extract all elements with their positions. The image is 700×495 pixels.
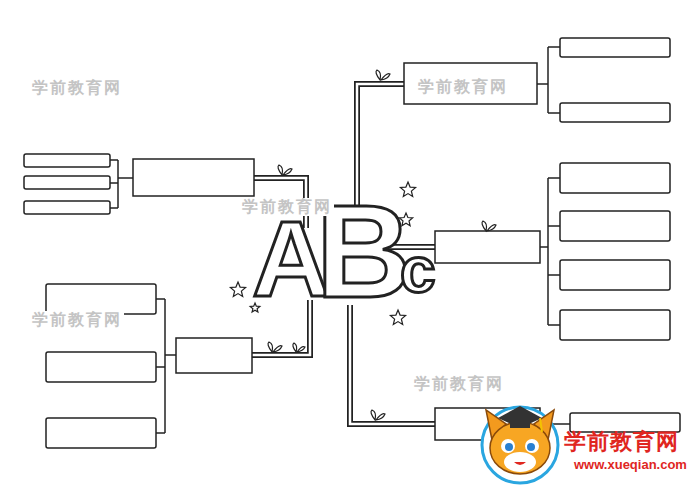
empty-box [46, 352, 156, 382]
empty-box [24, 201, 110, 214]
bracket-line [110, 182, 118, 184]
mascot-logo [527, 443, 535, 451]
bracket-line [110, 159, 118, 161]
mascot-logo [501, 439, 515, 453]
branch-wire [350, 305, 435, 424]
bracket-line [548, 46, 560, 48]
sprout [268, 342, 282, 352]
mascot-logo [498, 406, 542, 428]
star [230, 282, 245, 297]
bracket-line [117, 160, 119, 208]
sprout [278, 165, 292, 175]
sprout [293, 343, 305, 352]
empty-box [560, 103, 670, 122]
mascot-logo [504, 452, 536, 472]
bracket-line [156, 366, 165, 368]
bracket-line [164, 299, 166, 433]
mascot-logo [540, 418, 542, 432]
empty-box [560, 260, 670, 290]
bracket-line [540, 246, 548, 248]
empty-box [46, 418, 156, 448]
bracket-line [548, 225, 560, 227]
star [230, 182, 415, 325]
bracket-line [165, 354, 176, 356]
watermark: 学前教育网 [30, 311, 124, 329]
sprout [482, 221, 496, 231]
mascot-logo [505, 443, 513, 451]
branch-wire [252, 84, 435, 424]
bracket-line [156, 298, 165, 300]
empty-box [404, 63, 537, 104]
mascot-logo [510, 420, 530, 428]
branch-wire [252, 84, 435, 424]
bracket-line [548, 324, 560, 326]
empty-box [560, 163, 670, 193]
bracket-line [547, 47, 549, 113]
bracket-line [547, 178, 549, 325]
mascot-logo [514, 462, 526, 465]
bracket-line [110, 207, 118, 209]
logo-text: 学前教育网 [564, 430, 679, 454]
bracket-line [548, 112, 560, 114]
empty-box [24, 176, 110, 189]
empty-box [24, 38, 680, 448]
empty-box [176, 338, 252, 373]
watermark: 学前教育网 [412, 375, 506, 393]
empty-box [560, 211, 670, 241]
mascot-logo [482, 406, 558, 483]
branch-wire [350, 305, 435, 424]
mascot-logo [482, 407, 558, 483]
watermark: 学前教育网 [240, 198, 334, 216]
empty-box [24, 154, 110, 167]
letter-c: c [400, 238, 436, 302]
empty-box [46, 284, 156, 314]
empty-box [560, 38, 670, 57]
bracket-line [110, 47, 570, 433]
empty-box [133, 159, 254, 196]
branch-wire [252, 84, 435, 424]
bracket-line [548, 177, 560, 179]
watermark: 学前教育网 [30, 79, 124, 97]
mascot-logo [525, 439, 539, 453]
empty-box [560, 310, 670, 340]
sprout [376, 70, 390, 80]
bracket-line [548, 274, 560, 276]
bracket-line [537, 83, 548, 85]
watermark: 学前教育网 [416, 78, 510, 96]
empty-box [435, 231, 540, 263]
logo-url: www.xueqian.com [574, 458, 687, 472]
bracket-line [156, 432, 165, 434]
sprout [371, 410, 385, 420]
bracket-line [118, 177, 133, 179]
